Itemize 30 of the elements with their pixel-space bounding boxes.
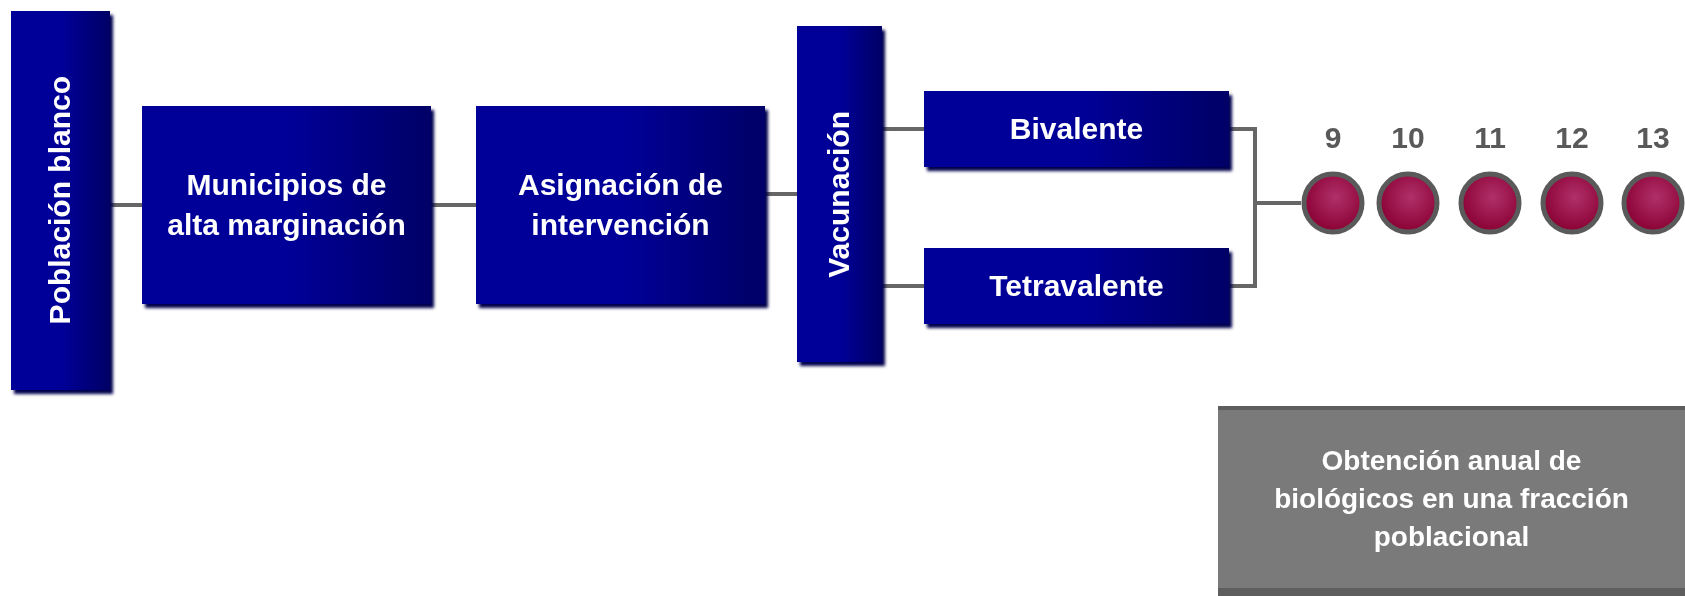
age-number: 11 (1473, 123, 1507, 153)
node-label: Vacunación (821, 110, 857, 278)
node-label: Tetravalente (988, 267, 1165, 304)
connector-line (1229, 201, 1301, 288)
circle-node (1301, 171, 1365, 235)
circle-node (1621, 171, 1685, 235)
age-number: 10 (1390, 123, 1426, 153)
age-number: 9 (1323, 123, 1343, 153)
process-box (797, 26, 882, 362)
connector-line (110, 203, 142, 207)
process-box (142, 106, 431, 304)
connector-line (765, 192, 797, 196)
result-box (1218, 406, 1685, 596)
connector-line (882, 127, 924, 131)
process-box (11, 11, 110, 390)
age-number: 12 (1554, 123, 1590, 153)
node-label: Bivalente (1008, 110, 1145, 147)
circle-node (1458, 171, 1522, 235)
node-label: Población blanco (42, 76, 78, 325)
node-label: Asignación de intervención (516, 166, 724, 243)
circle-node (1540, 171, 1604, 235)
age-number: 13 (1635, 123, 1671, 153)
node-label: Municipios de alta marginación (166, 166, 407, 243)
process-box (924, 248, 1229, 324)
process-box (924, 91, 1229, 167)
connector-line (431, 203, 476, 207)
circle-node (1376, 171, 1440, 235)
connector-line (882, 284, 924, 288)
process-box (476, 106, 765, 304)
node-label: Obtención anual de biológicos en una fracción poblacional (1273, 444, 1630, 554)
